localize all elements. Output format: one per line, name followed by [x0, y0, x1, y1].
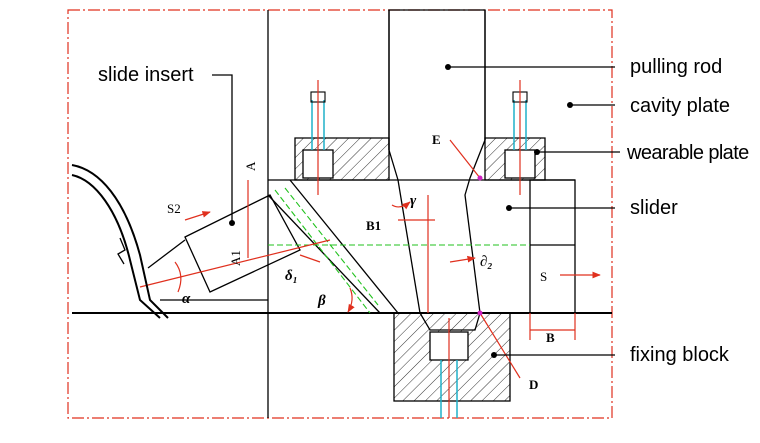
dim-d: D [529, 377, 538, 392]
fixing-block [393, 312, 511, 418]
label-cavity-plate: cavity plate [630, 95, 730, 117]
dim-b1: B1 [366, 218, 381, 233]
wearable-plate-block [484, 80, 546, 195]
d-leader [479, 312, 521, 379]
pulling-rod-body [388, 9, 486, 331]
delta2-arrow [449, 255, 476, 263]
delta1-tick [299, 254, 321, 263]
label-slider: slider [630, 197, 678, 219]
dim-s2: S2 [167, 201, 181, 216]
molded-part [71, 164, 268, 319]
dim-gamma: γ [410, 193, 417, 209]
dim-a: A [243, 161, 258, 171]
gamma-arc [391, 201, 411, 210]
left-wear-block [294, 80, 390, 195]
callout-leaders [212, 64, 620, 358]
beta-arc [347, 287, 355, 313]
label-fixing-block: fixing block [630, 344, 730, 366]
slide-insert [139, 179, 530, 314]
label-slide-insert: slide insert [98, 64, 194, 86]
alpha-arc [174, 261, 182, 293]
dim-beta: β [317, 293, 326, 309]
point-e [477, 175, 483, 181]
s2-arrow [184, 211, 211, 221]
mold-boundary [67, 9, 613, 419]
label-wearable-plate: wearable plate [626, 142, 749, 164]
dim-b: B [546, 330, 555, 345]
slider-block [529, 179, 576, 314]
e-leader [449, 139, 481, 179]
point-d [477, 310, 483, 316]
dim-alpha: α [182, 291, 191, 307]
dim-a1: A1 [228, 250, 243, 266]
label-pulling-rod: pulling rod [630, 56, 722, 78]
dim-delta1: δ₁ [285, 268, 298, 284]
dim-e: E [432, 132, 441, 147]
dim-s: S [540, 269, 547, 284]
dim-delta2: ∂₂ [480, 254, 493, 270]
